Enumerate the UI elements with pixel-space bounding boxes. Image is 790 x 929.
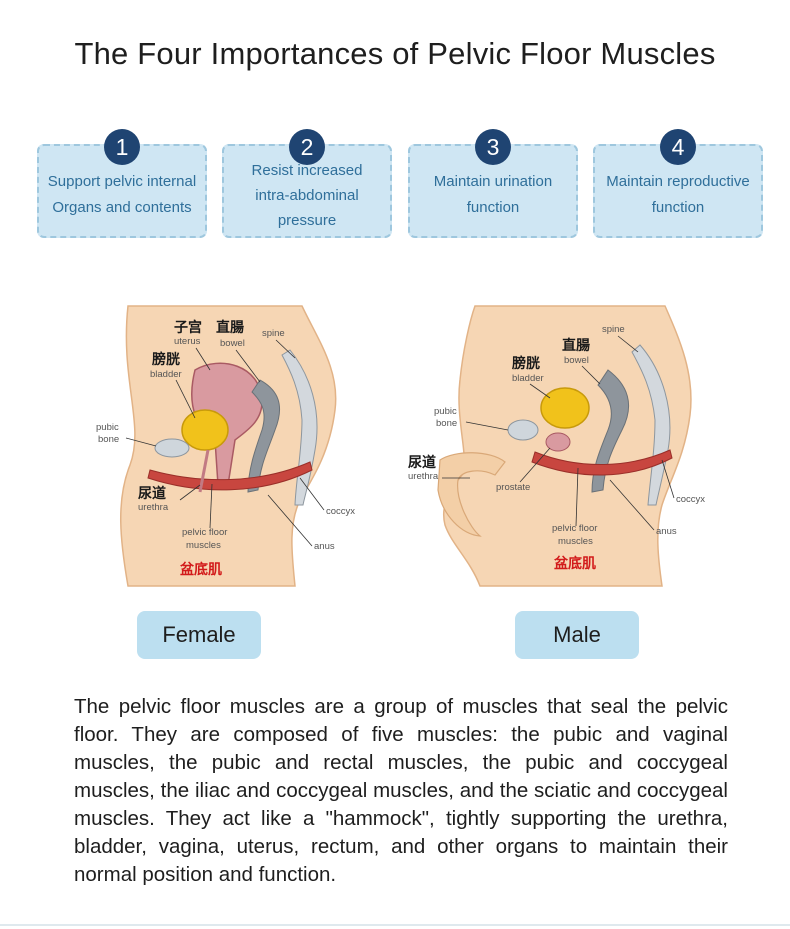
male-spine-shape xyxy=(631,344,671,506)
prostate-shape xyxy=(545,432,571,452)
label-anus-m: anus xyxy=(656,526,677,537)
label-spine: spine xyxy=(262,328,285,339)
page-title: The Four Importances of Pelvic Floor Mus… xyxy=(74,36,716,71)
label-uterus: uterus xyxy=(174,336,201,347)
label-bone: bone xyxy=(98,434,119,445)
female-button[interactable]: Female xyxy=(137,611,261,659)
importance-card-2: 2 Resist increased intra-abdominal press… xyxy=(222,129,392,238)
label-coccyx: coccyx xyxy=(326,506,355,517)
importance-card-2-text: Resist increased intra-abdominal pressur… xyxy=(251,161,363,229)
number-badge-1: 1 xyxy=(104,129,140,165)
description-paragraph: The pelvic floor muscles are a group of … xyxy=(74,695,728,886)
label-bladder: bladder xyxy=(150,369,182,380)
importance-card-4-text: Maintain reproductive function xyxy=(606,173,750,216)
label-bowel-cn: 直腸 xyxy=(216,319,244,336)
pubic-bone-shape xyxy=(154,438,190,458)
label-bladder-cn-m: 膀胱 xyxy=(511,355,540,372)
number-badge-3: 3 xyxy=(475,129,511,165)
bladder-shape xyxy=(181,409,229,451)
importance-card-1: 1 Support pelvic internal Organs and con… xyxy=(37,129,207,238)
label-coccyx-m: coccyx xyxy=(676,494,705,505)
label-bowel: bowel xyxy=(220,338,245,349)
label-bowel-cn-m: 直腸 xyxy=(562,337,590,354)
label-urethra-m: urethra xyxy=(408,471,439,482)
importance-card-3: 3 Maintain urination function xyxy=(408,129,578,238)
label-uterus-cn: 子宫 xyxy=(174,319,202,336)
pelvic-floor-muscle-band xyxy=(147,461,313,491)
label-pelvic-floor: pelvic floor xyxy=(182,527,227,538)
number-badge-4: 4 xyxy=(660,129,696,165)
label-muscles: muscles xyxy=(186,540,221,551)
number-badge-2: 2 xyxy=(289,129,325,165)
bowel-shape xyxy=(247,379,281,493)
bottom-divider xyxy=(0,924,790,926)
male-bladder-shape xyxy=(540,387,590,429)
male-pubic-bone-shape xyxy=(507,419,539,441)
label-pelvic-floor-m: pelvic floor xyxy=(552,523,597,534)
label-pubic: pubic xyxy=(96,422,119,433)
label-muscles-m: muscles xyxy=(558,536,593,547)
male-bowel-shape xyxy=(591,369,630,493)
male-button[interactable]: Male xyxy=(515,611,639,659)
label-pelvic-floor-cn: 盆底肌 xyxy=(179,561,222,578)
label-bone-m: bone xyxy=(436,418,457,429)
label-bladder-cn: 膀胱 xyxy=(151,351,180,368)
label-anus: anus xyxy=(314,541,335,552)
label-spine-m: spine xyxy=(602,324,625,335)
label-urethra-cn-m: 尿道 xyxy=(408,454,436,471)
label-urethra-cn: 尿道 xyxy=(138,485,166,502)
label-urethra: urethra xyxy=(138,502,169,513)
label-pelvic-floor-cn-m: 盆底肌 xyxy=(553,555,596,572)
importance-card-4: 4 Maintain reproductive function xyxy=(593,129,763,238)
male-pelvis-illustration: spine 直腸 bowel 膀胱 bladder pubic bone 尿道 … xyxy=(400,300,715,590)
label-bladder-m: bladder xyxy=(512,373,544,384)
male-pelvic-floor-muscle-band xyxy=(531,449,673,476)
importance-card-1-text: Support pelvic internal Organs and conte… xyxy=(47,173,197,216)
label-prostate: prostate xyxy=(496,482,530,493)
importance-card-3-text: Maintain urination function xyxy=(433,173,553,216)
label-pubic-m: pubic xyxy=(434,406,457,417)
female-pelvis-illustration: 子宫 uterus 直腸 bowel spine 膀胱 bladder pubi… xyxy=(90,300,380,590)
male-genital-shape xyxy=(437,452,506,537)
label-bowel-m: bowel xyxy=(564,355,589,366)
